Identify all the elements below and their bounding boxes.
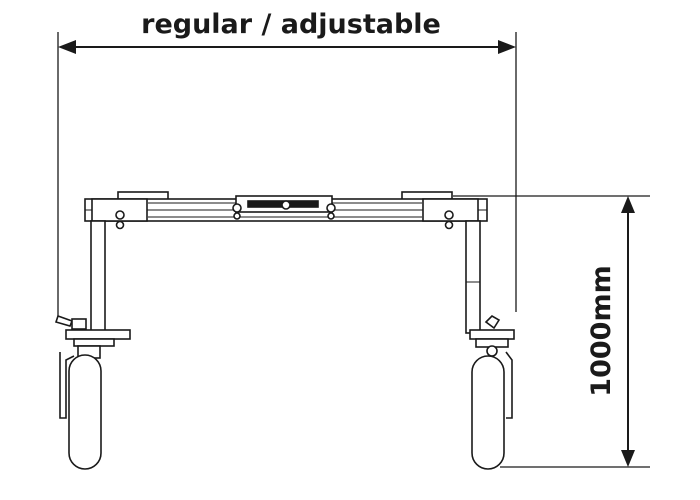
width-dimension: regular / adjustable <box>57 9 517 318</box>
height-dimension: 1000mm <box>453 195 650 468</box>
height-arrow-bottom <box>621 450 635 467</box>
leg-right <box>465 220 481 334</box>
bolt-center-left <box>232 203 242 213</box>
brake-knob-left <box>71 318 87 330</box>
leg-left <box>90 220 106 334</box>
bolt-right-outer <box>444 210 454 220</box>
width-arrow-right <box>498 40 516 54</box>
caster-fork-right <box>505 351 513 419</box>
caster-plate-right <box>469 329 515 340</box>
brake-lever-left <box>54 314 74 327</box>
bolt-left-outer-nut <box>115 220 125 230</box>
caster-swivel-left <box>73 338 115 347</box>
bolt-center-right-nut <box>327 212 335 220</box>
width-dimension-label: regular / adjustable <box>141 9 441 40</box>
bolt-right-outer-nut <box>444 220 454 230</box>
width-arrow-left <box>58 40 76 54</box>
brake-lever-right <box>484 315 501 330</box>
caster-plate-left <box>65 329 131 340</box>
wheel-right <box>471 355 505 470</box>
bolt-center-left-nut <box>233 212 241 220</box>
bolt-center-right <box>326 203 336 213</box>
bolt-left-outer <box>115 210 125 220</box>
caster-bolt-right <box>486 345 498 357</box>
bolt-center <box>281 200 291 210</box>
wheel-left <box>68 354 102 470</box>
caster-fork-left <box>59 352 75 419</box>
trolley-frame <box>54 191 515 470</box>
height-arrow-top <box>621 196 635 213</box>
height-dimension-label: 1000mm <box>586 265 617 396</box>
